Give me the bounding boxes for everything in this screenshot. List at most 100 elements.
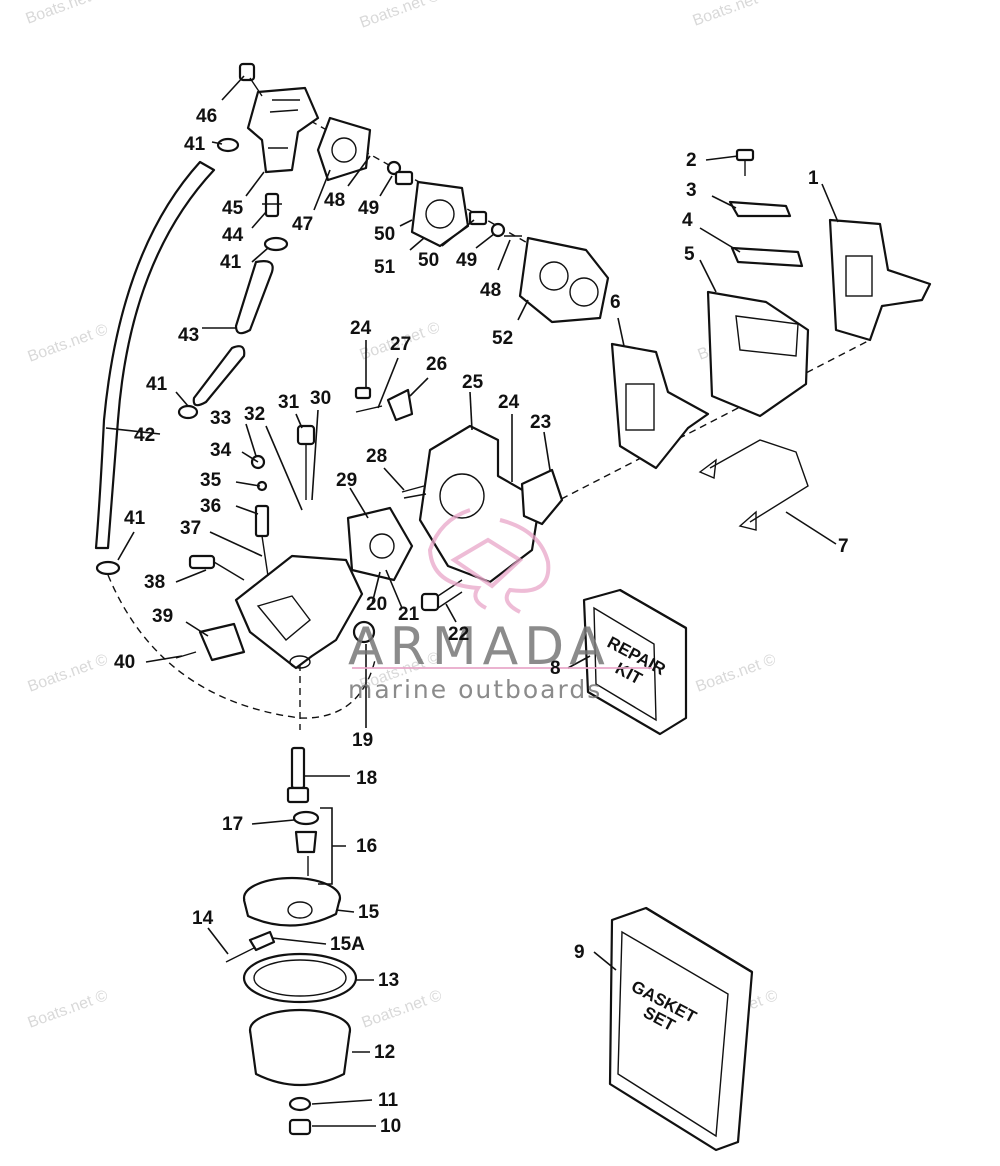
pump-check-valve xyxy=(468,210,522,238)
float xyxy=(242,876,342,927)
carburetor-body xyxy=(234,554,364,670)
callout-52: 52 xyxy=(492,328,513,349)
gasket-set-box: GASKET SET xyxy=(608,906,754,1152)
pump-cover xyxy=(410,180,470,248)
callout-39: 39 xyxy=(152,606,173,627)
intake-manifold-adapter xyxy=(418,424,542,584)
inlet-needle-seat xyxy=(292,810,320,876)
throttle-cover-plate xyxy=(175,622,246,662)
pump-check-valve xyxy=(386,160,414,186)
brand-tagline: marine outboards xyxy=(348,675,602,704)
callout-8: 8 xyxy=(550,658,561,679)
callout-15: 15 xyxy=(358,902,380,923)
callout-29: 29 xyxy=(336,470,357,491)
callout-42: 42 xyxy=(134,425,155,446)
bowl-gasket-washer xyxy=(288,1096,312,1112)
callout-3: 3 xyxy=(686,180,697,201)
callout-50: 50 xyxy=(374,224,395,245)
callout-37: 37 xyxy=(180,518,201,539)
callout-labels: 46 41 45 44 41 43 41 42 41 47 48 49 50 5… xyxy=(114,106,849,1137)
callout-20: 20 xyxy=(366,594,387,615)
callout-18: 18 xyxy=(356,768,377,789)
callout-11: 11 xyxy=(378,1090,399,1111)
callout-10: 10 xyxy=(380,1116,401,1137)
mount-stud xyxy=(401,485,427,499)
callout-44: 44 xyxy=(222,225,244,246)
callout-34: 34 xyxy=(210,440,232,461)
watermark: Boats.net © xyxy=(694,651,779,696)
watermark: Boats.net © xyxy=(26,651,111,696)
brand-logo: ARMADA marine outboards xyxy=(348,508,652,704)
callout-35: 35 xyxy=(200,470,222,491)
callout-9: 9 xyxy=(574,942,585,963)
throttle-shaft-parts xyxy=(354,386,414,422)
callout-40: 40 xyxy=(114,652,135,673)
callout-41: 41 xyxy=(146,374,168,395)
callout-23: 23 xyxy=(530,412,551,433)
callout-50: 50 xyxy=(418,250,439,271)
hose-clamp xyxy=(263,236,289,252)
intake-gasket xyxy=(828,218,932,342)
callout-1: 1 xyxy=(808,168,819,189)
assembly-line xyxy=(107,574,376,719)
callout-47: 47 xyxy=(292,214,313,235)
callout-48: 48 xyxy=(324,190,345,211)
pump-diaphragm xyxy=(316,116,372,182)
callout-43: 43 xyxy=(178,325,199,346)
callout-2: 2 xyxy=(686,150,697,171)
float-pin xyxy=(225,930,276,963)
callout-30: 30 xyxy=(310,388,331,409)
fuel-hose-short xyxy=(192,260,274,407)
callout-41: 41 xyxy=(184,134,206,155)
callout-24: 24 xyxy=(498,392,520,413)
callout-41: 41 xyxy=(124,508,146,529)
reed-block-gasket xyxy=(610,342,710,470)
callout-32: 32 xyxy=(244,404,265,425)
fuel-fitting xyxy=(262,192,282,218)
callout-33: 33 xyxy=(210,408,231,429)
callout-12: 12 xyxy=(374,1042,395,1063)
callout-48: 48 xyxy=(480,280,501,301)
repair-kit-box: REPAIR KIT xyxy=(582,588,688,736)
hose-clamp xyxy=(95,560,121,576)
callout-25: 25 xyxy=(462,372,484,393)
callout-46: 46 xyxy=(196,106,217,127)
pump-gasket xyxy=(518,236,610,324)
callout-5: 5 xyxy=(684,244,695,265)
watermark: Boats.net © xyxy=(691,0,776,30)
callout-19: 19 xyxy=(352,730,373,751)
reed-block xyxy=(706,290,810,418)
callout-14: 14 xyxy=(192,908,214,929)
watermark: Boats.net © xyxy=(24,0,109,28)
callout-22: 22 xyxy=(448,624,469,645)
callout-17: 17 xyxy=(222,814,243,835)
callout-7: 7 xyxy=(838,536,849,557)
bowl-drain-screw xyxy=(288,1118,312,1136)
idle-needle-parts xyxy=(250,424,316,577)
reed-stop xyxy=(728,200,792,218)
reed-stop-screw xyxy=(735,148,755,176)
carb-nut xyxy=(352,620,376,644)
hose-clamp xyxy=(177,404,199,420)
callout-27: 27 xyxy=(390,334,411,355)
callout-28: 28 xyxy=(366,446,387,467)
watermark: Boats.net © xyxy=(26,987,111,1032)
watermark: Boats.net © xyxy=(360,987,445,1032)
fuel-pump-body xyxy=(238,62,320,174)
float-bowl-gasket xyxy=(242,952,358,1004)
fuel-hose-long xyxy=(94,160,216,550)
float-bowl xyxy=(248,1008,352,1087)
idle-adjust-screw xyxy=(188,554,245,581)
callout-51: 51 xyxy=(374,257,396,278)
callout-45: 45 xyxy=(222,198,244,219)
callout-38: 38 xyxy=(144,572,165,593)
carburetor-gasket xyxy=(346,506,414,582)
callout-31: 31 xyxy=(278,392,300,413)
callout-21: 21 xyxy=(398,604,420,625)
callout-24: 24 xyxy=(350,318,372,339)
callout-36: 36 xyxy=(200,496,221,517)
callout-16: 16 xyxy=(356,836,377,857)
choke-link-rod xyxy=(698,439,809,531)
leader-lines xyxy=(105,75,839,1127)
